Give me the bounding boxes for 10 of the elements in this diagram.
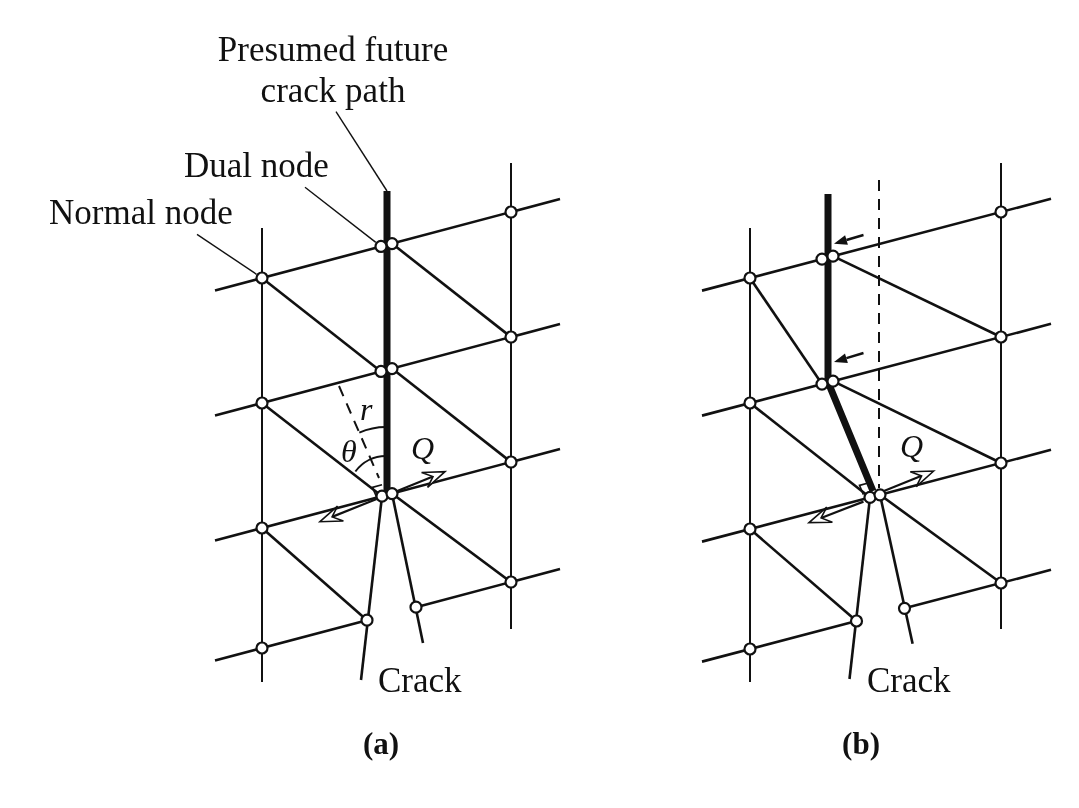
symbol-label: θ <box>341 432 357 470</box>
symbol-label: Q <box>900 427 924 465</box>
part-label: Crack <box>867 661 951 702</box>
callout-label: Normal node <box>49 193 233 234</box>
panel-label: (a) <box>362 725 400 762</box>
callout-label: Presumed future crack path <box>215 28 451 111</box>
symbol-label: r <box>360 390 373 428</box>
panel-label: (b) <box>842 725 880 762</box>
symbol-label: Q <box>411 429 435 467</box>
part-label: Crack <box>378 661 462 702</box>
